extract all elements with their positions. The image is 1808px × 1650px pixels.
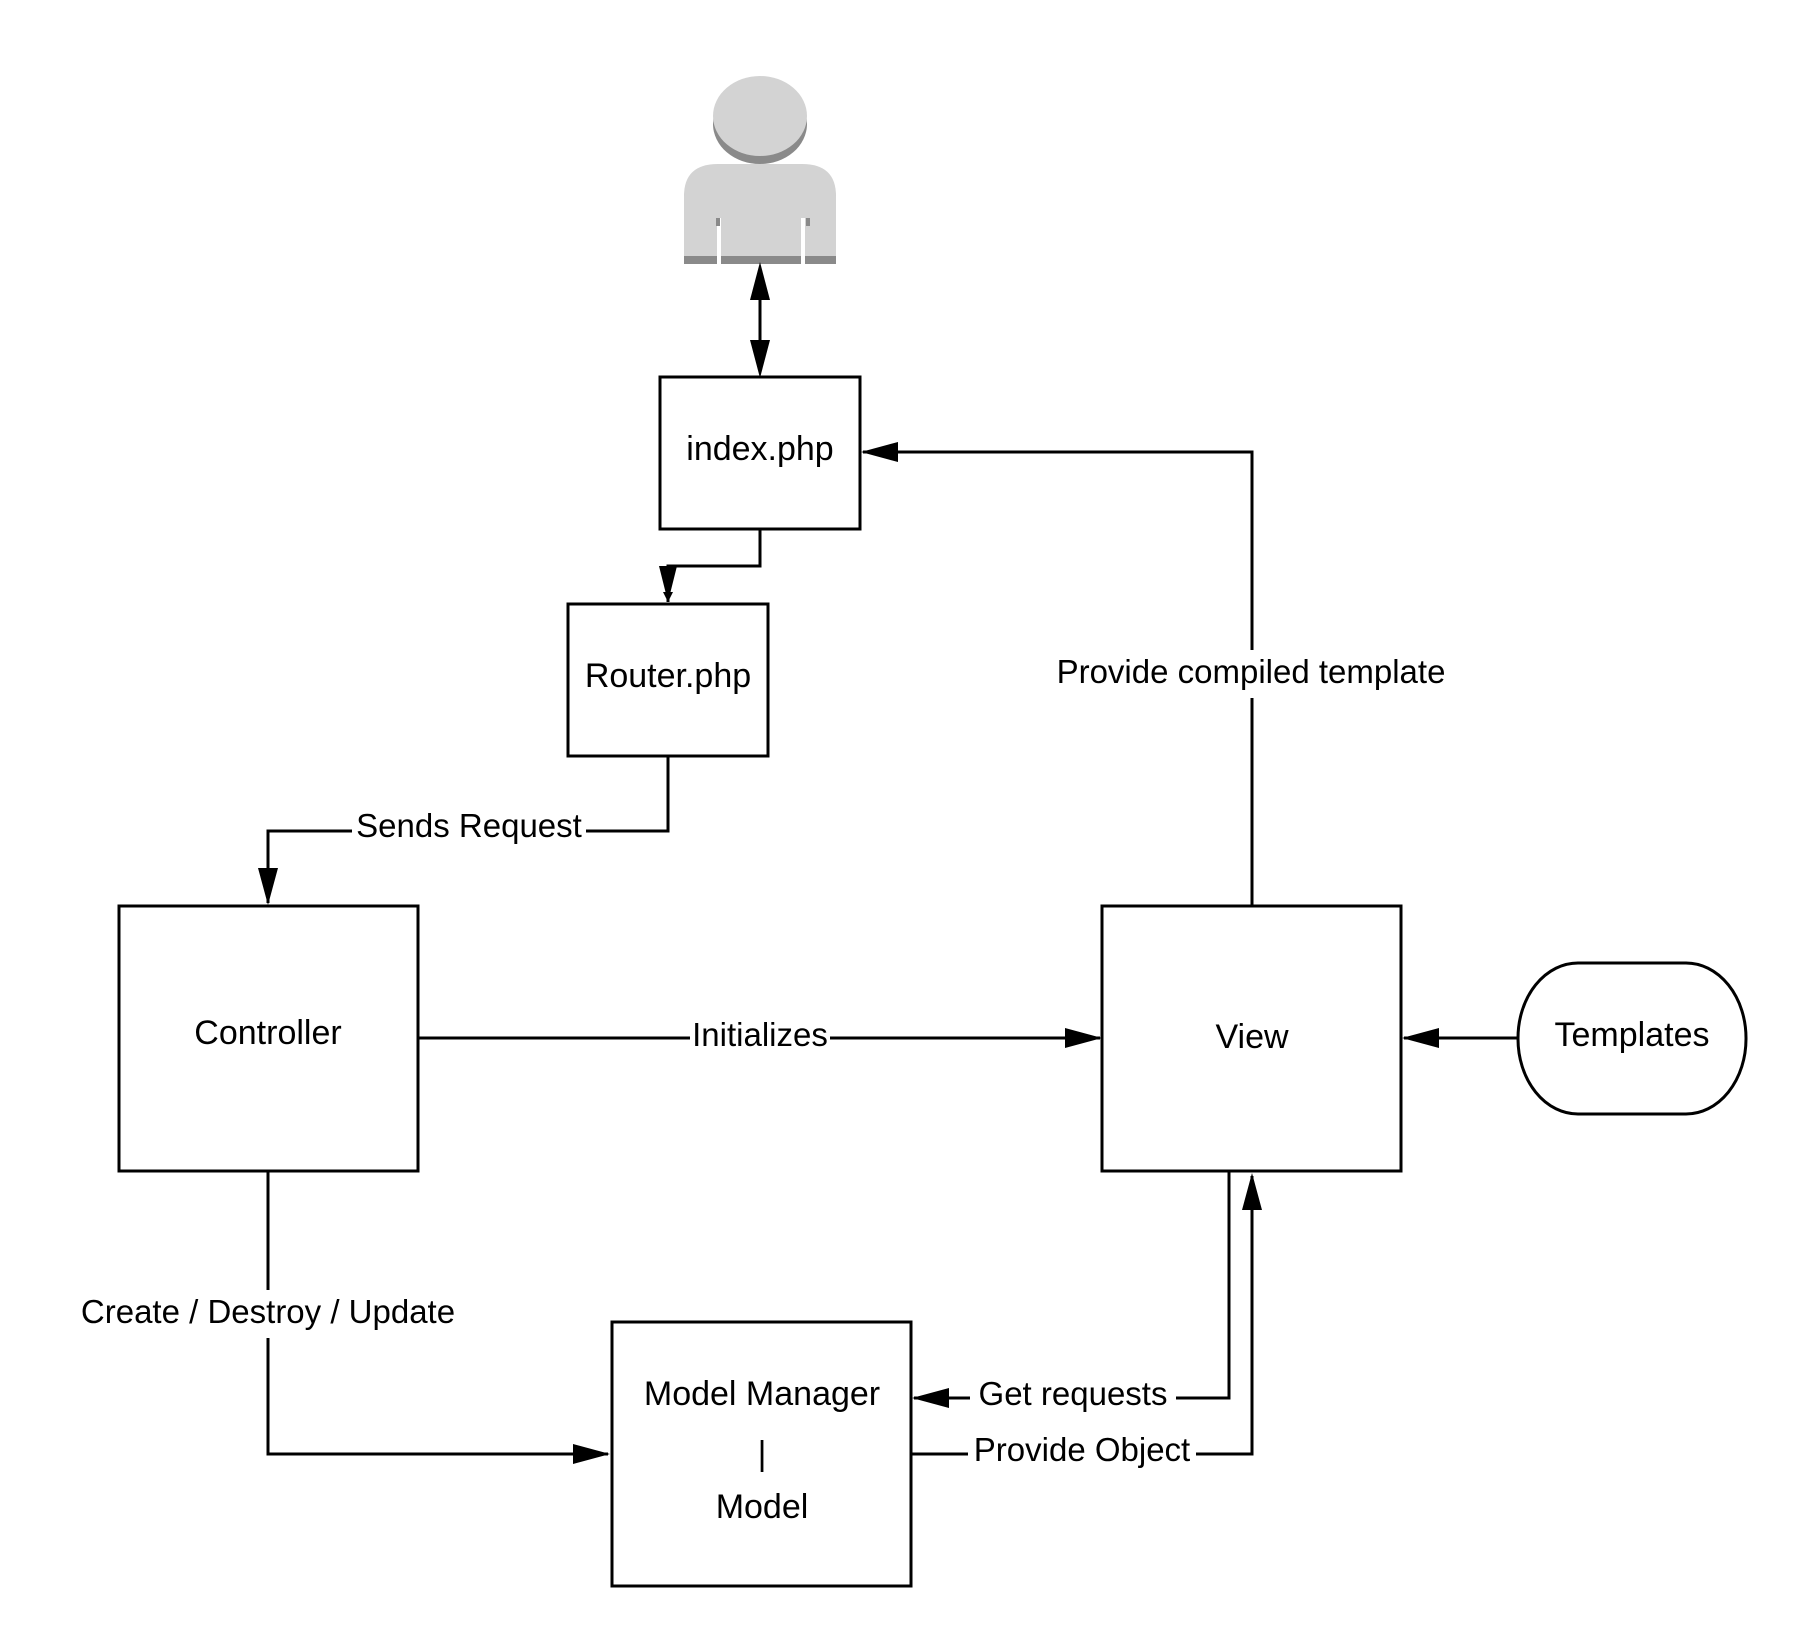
node-templates: Templates: [1516, 961, 1748, 1116]
user-icon: [684, 76, 836, 264]
node-view: View: [1100, 904, 1403, 1173]
label-create-destroy-update: Create / Destroy / Update: [81, 1293, 455, 1330]
node-model-label: Model: [716, 1488, 809, 1526]
node-index-php: index.php: [658, 375, 862, 531]
edge-user-index: [750, 262, 770, 378]
node-router-php: Router.php: [566, 602, 770, 758]
label-provide-object: Provide Object: [974, 1431, 1190, 1468]
label-provide-compiled-template: Provide compiled template: [1057, 653, 1446, 690]
label-sends-request: Sends Request: [356, 807, 582, 844]
node-model-separator: |: [758, 1435, 767, 1473]
edge-view-model-get: Get requests: [912, 1172, 1231, 1417]
node-templates-label: Templates: [1555, 1016, 1710, 1054]
node-view-label: View: [1215, 1018, 1289, 1056]
edge-router-controller: Sends Request: [258, 756, 670, 905]
edge-controller-model: Create / Destroy / Update: [72, 1172, 610, 1464]
edge-view-index: Provide compiled template: [861, 442, 1452, 905]
label-initializes: Initializes: [692, 1016, 828, 1053]
edge-templates-view: [1402, 1028, 1518, 1048]
edge-model-view-provide: Provide Object: [912, 1173, 1262, 1474]
node-index-label: index.php: [686, 430, 833, 468]
node-model-manager: Model Manager | Model: [610, 1320, 913, 1588]
node-router-label: Router.php: [585, 657, 751, 695]
node-controller: Controller: [117, 904, 420, 1173]
node-model-manager-label: Model Manager: [644, 1375, 880, 1413]
node-controller-label: Controller: [194, 1014, 341, 1052]
edge-index-router: [659, 530, 762, 602]
label-get-requests: Get requests: [979, 1375, 1168, 1412]
edge-controller-view: Initializes: [418, 1012, 1102, 1056]
